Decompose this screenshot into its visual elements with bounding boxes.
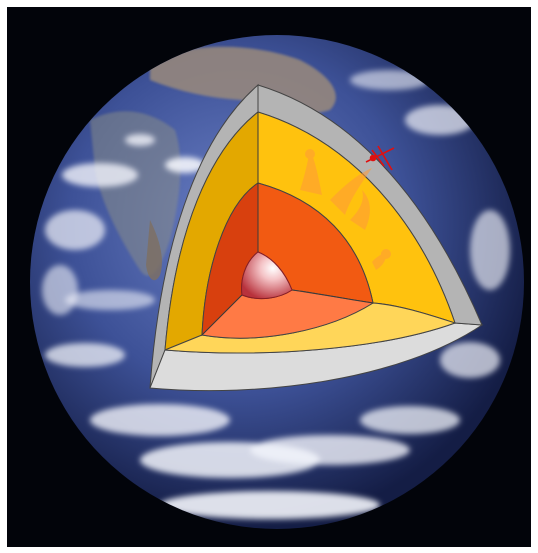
earth-cutaway-illustration (0, 0, 538, 553)
image-frame (0, 0, 538, 553)
